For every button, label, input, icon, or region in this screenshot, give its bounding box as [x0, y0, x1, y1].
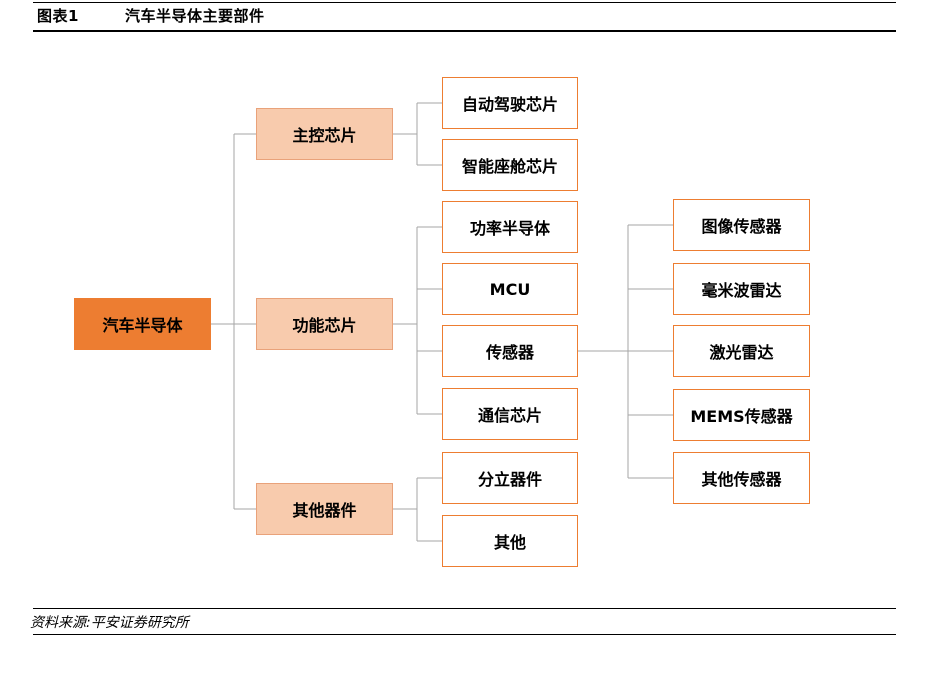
sensor-mmwave-radar: 毫米波雷达	[673, 263, 810, 315]
source-note: 资料来源:平安证券研究所	[30, 615, 189, 631]
branch-main-control-chip: 主控芯片	[256, 108, 393, 160]
leaf-smart-cockpit-chip: 智能座舱芯片	[442, 139, 578, 191]
figure-label: 图表1	[37, 7, 79, 25]
figure-title: 图表1 汽车半导体主要部件	[37, 5, 265, 26]
figure-title-text: 汽车半导体主要部件	[125, 7, 265, 25]
root-node: 汽车半导体	[74, 298, 211, 350]
sensor-other: 其他传感器	[673, 452, 810, 504]
sensor-lidar: 激光雷达	[673, 325, 810, 377]
sensor-mems: MEMS传感器	[673, 389, 810, 441]
leaf-mcu: MCU	[442, 263, 578, 315]
branch-other-devices: 其他器件	[256, 483, 393, 535]
top-rule-thin	[33, 2, 896, 3]
leaf-autonomous-driving-chip: 自动驾驶芯片	[442, 77, 578, 129]
sensor-image: 图像传感器	[673, 199, 810, 251]
bottom-rule-bottom	[33, 634, 896, 635]
leaf-power-semiconductor: 功率半导体	[442, 201, 578, 253]
branch-function-chip: 功能芯片	[256, 298, 393, 350]
leaf-discrete-devices: 分立器件	[442, 452, 578, 504]
leaf-sensor: 传感器	[442, 325, 578, 377]
top-rule-thick	[33, 30, 896, 32]
leaf-communication-chip: 通信芯片	[442, 388, 578, 440]
leaf-other: 其他	[442, 515, 578, 567]
bottom-rule-top	[33, 608, 896, 609]
